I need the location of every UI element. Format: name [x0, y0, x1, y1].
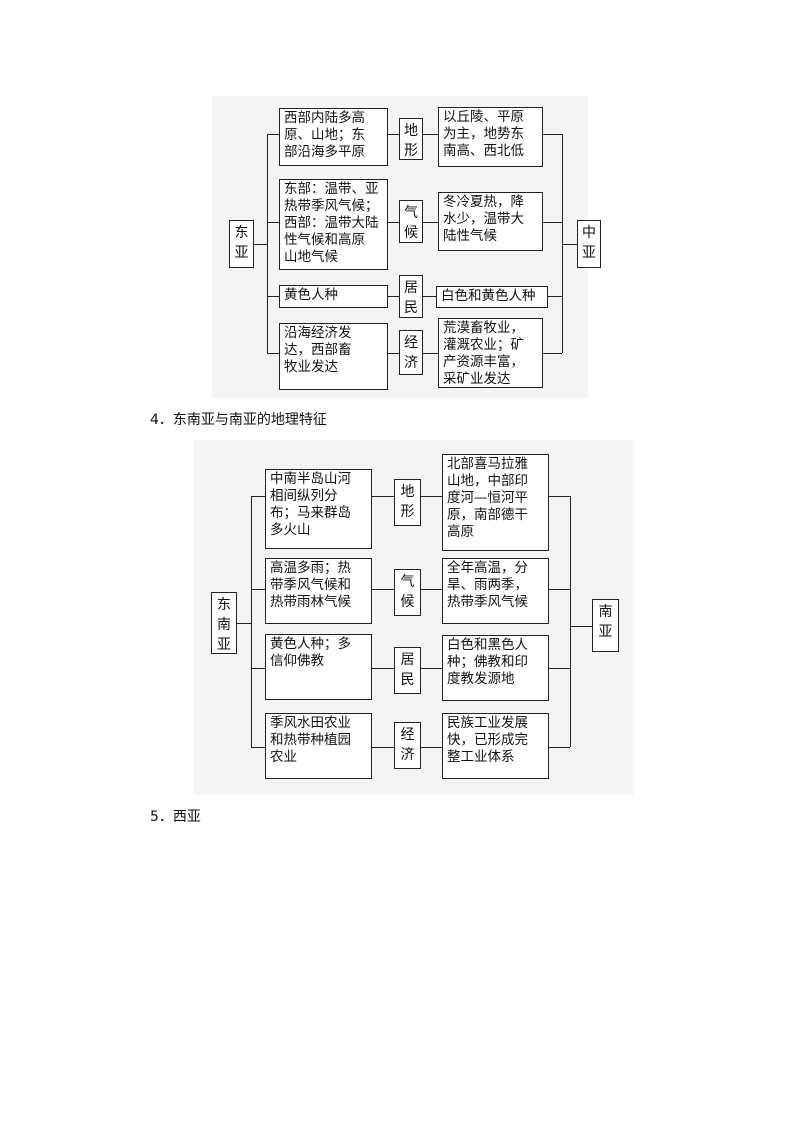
section-heading-5: 5．西亚 [150, 809, 201, 825]
diagram2-left-region-box: 东 南 亚 [211, 592, 237, 654]
right-trunk-line [570, 496, 571, 747]
connector [549, 496, 570, 497]
diagram2-row-right-box: 民族工业发展 快，已形成完 整工业体系 [442, 713, 549, 779]
connector [548, 296, 562, 297]
diagram2-row-label-box: 气 候 [394, 569, 421, 616]
connector [251, 668, 265, 669]
left-trunk-line [267, 134, 268, 353]
diagram2-right-region-box: 南 亚 [592, 599, 619, 652]
connector [549, 747, 570, 748]
diagram1-left-region-box: 东 亚 [229, 220, 254, 268]
connector [543, 222, 562, 223]
connector [251, 496, 265, 497]
diagram2-row-label-box: 地 形 [394, 479, 421, 526]
diagram1-row-label-box: 居 民 [399, 275, 423, 318]
diagram1-row-right-box: 以丘陵、平原 为主，地势东 南高、西北低 [438, 107, 543, 167]
connector [267, 353, 279, 354]
diagram2-row-left-box: 黄色人种；多 信仰佛教 [265, 634, 372, 700]
connector [267, 222, 279, 223]
connector [237, 623, 251, 624]
diagram2-row-right-box: 白色和黑色人 种；佛教和印 度教发源地 [442, 635, 549, 701]
diagram2-row-left-box: 季风水田农业 和热带种植园 农业 [265, 713, 372, 779]
diagram2-row-label-box: 经 济 [394, 722, 421, 769]
connector [549, 668, 570, 669]
diagram2-row-left-box: 高温多雨；热 带季风气候和 热带雨林气候 [265, 558, 372, 624]
diagram1-row-left-box: 黄色人种 [279, 285, 388, 308]
diagram1-row-right-box: 荒漠畜牧业， 灌溉农业；矿 产资源丰富， 采矿业发达 [438, 318, 543, 388]
diagram1-right-region-box: 中 亚 [577, 220, 601, 268]
right-trunk-line [562, 134, 563, 353]
diagram1-row-left-box: 沿海经济发 达，西部畜 牧业发达 [279, 323, 388, 390]
diagram1-row-right-box: 白色和黄色人种 [436, 286, 548, 308]
left-trunk-line [251, 496, 252, 747]
diagram1-row-label-box: 经 济 [399, 330, 423, 375]
connector [562, 244, 577, 245]
diagram1-row-left-box: 西部内陆多高 原、山地；东 部沿海多平原 [279, 108, 388, 166]
diagram1-row-label-box: 地 形 [399, 118, 423, 160]
connector [254, 244, 267, 245]
section-heading-4: 4．东南亚与南亚的地理特征 [150, 412, 327, 428]
connector [570, 625, 592, 627]
connector [549, 589, 570, 590]
connector [251, 589, 265, 590]
diagram2-row-label-box: 居 民 [394, 647, 421, 694]
diagram2-row-right-box: 北部喜马拉雅 山地，中部印 度河—恒河平 原，南部德干 高原 [442, 454, 549, 551]
diagram1-row-label-box: 气 候 [399, 200, 423, 243]
diagram2-row-left-box: 中南半岛山河 相间纵列分 布；马来群岛 多火山 [265, 469, 372, 549]
connector [251, 747, 265, 748]
connector [543, 353, 562, 354]
diagram2-row-right-box: 全年高温，分 旱、雨两季， 热带季风气候 [442, 558, 549, 624]
connector [543, 134, 562, 135]
diagram1-row-right-box: 冬冷夏热，降 水少，温带大 陆性气候 [438, 192, 543, 251]
connector [267, 296, 279, 297]
diagram1-row-left-box: 东部：温带、亚 热带季风气候； 西部：温带大陆 性气候和高原 山地气候 [279, 179, 388, 270]
connector [267, 134, 279, 135]
